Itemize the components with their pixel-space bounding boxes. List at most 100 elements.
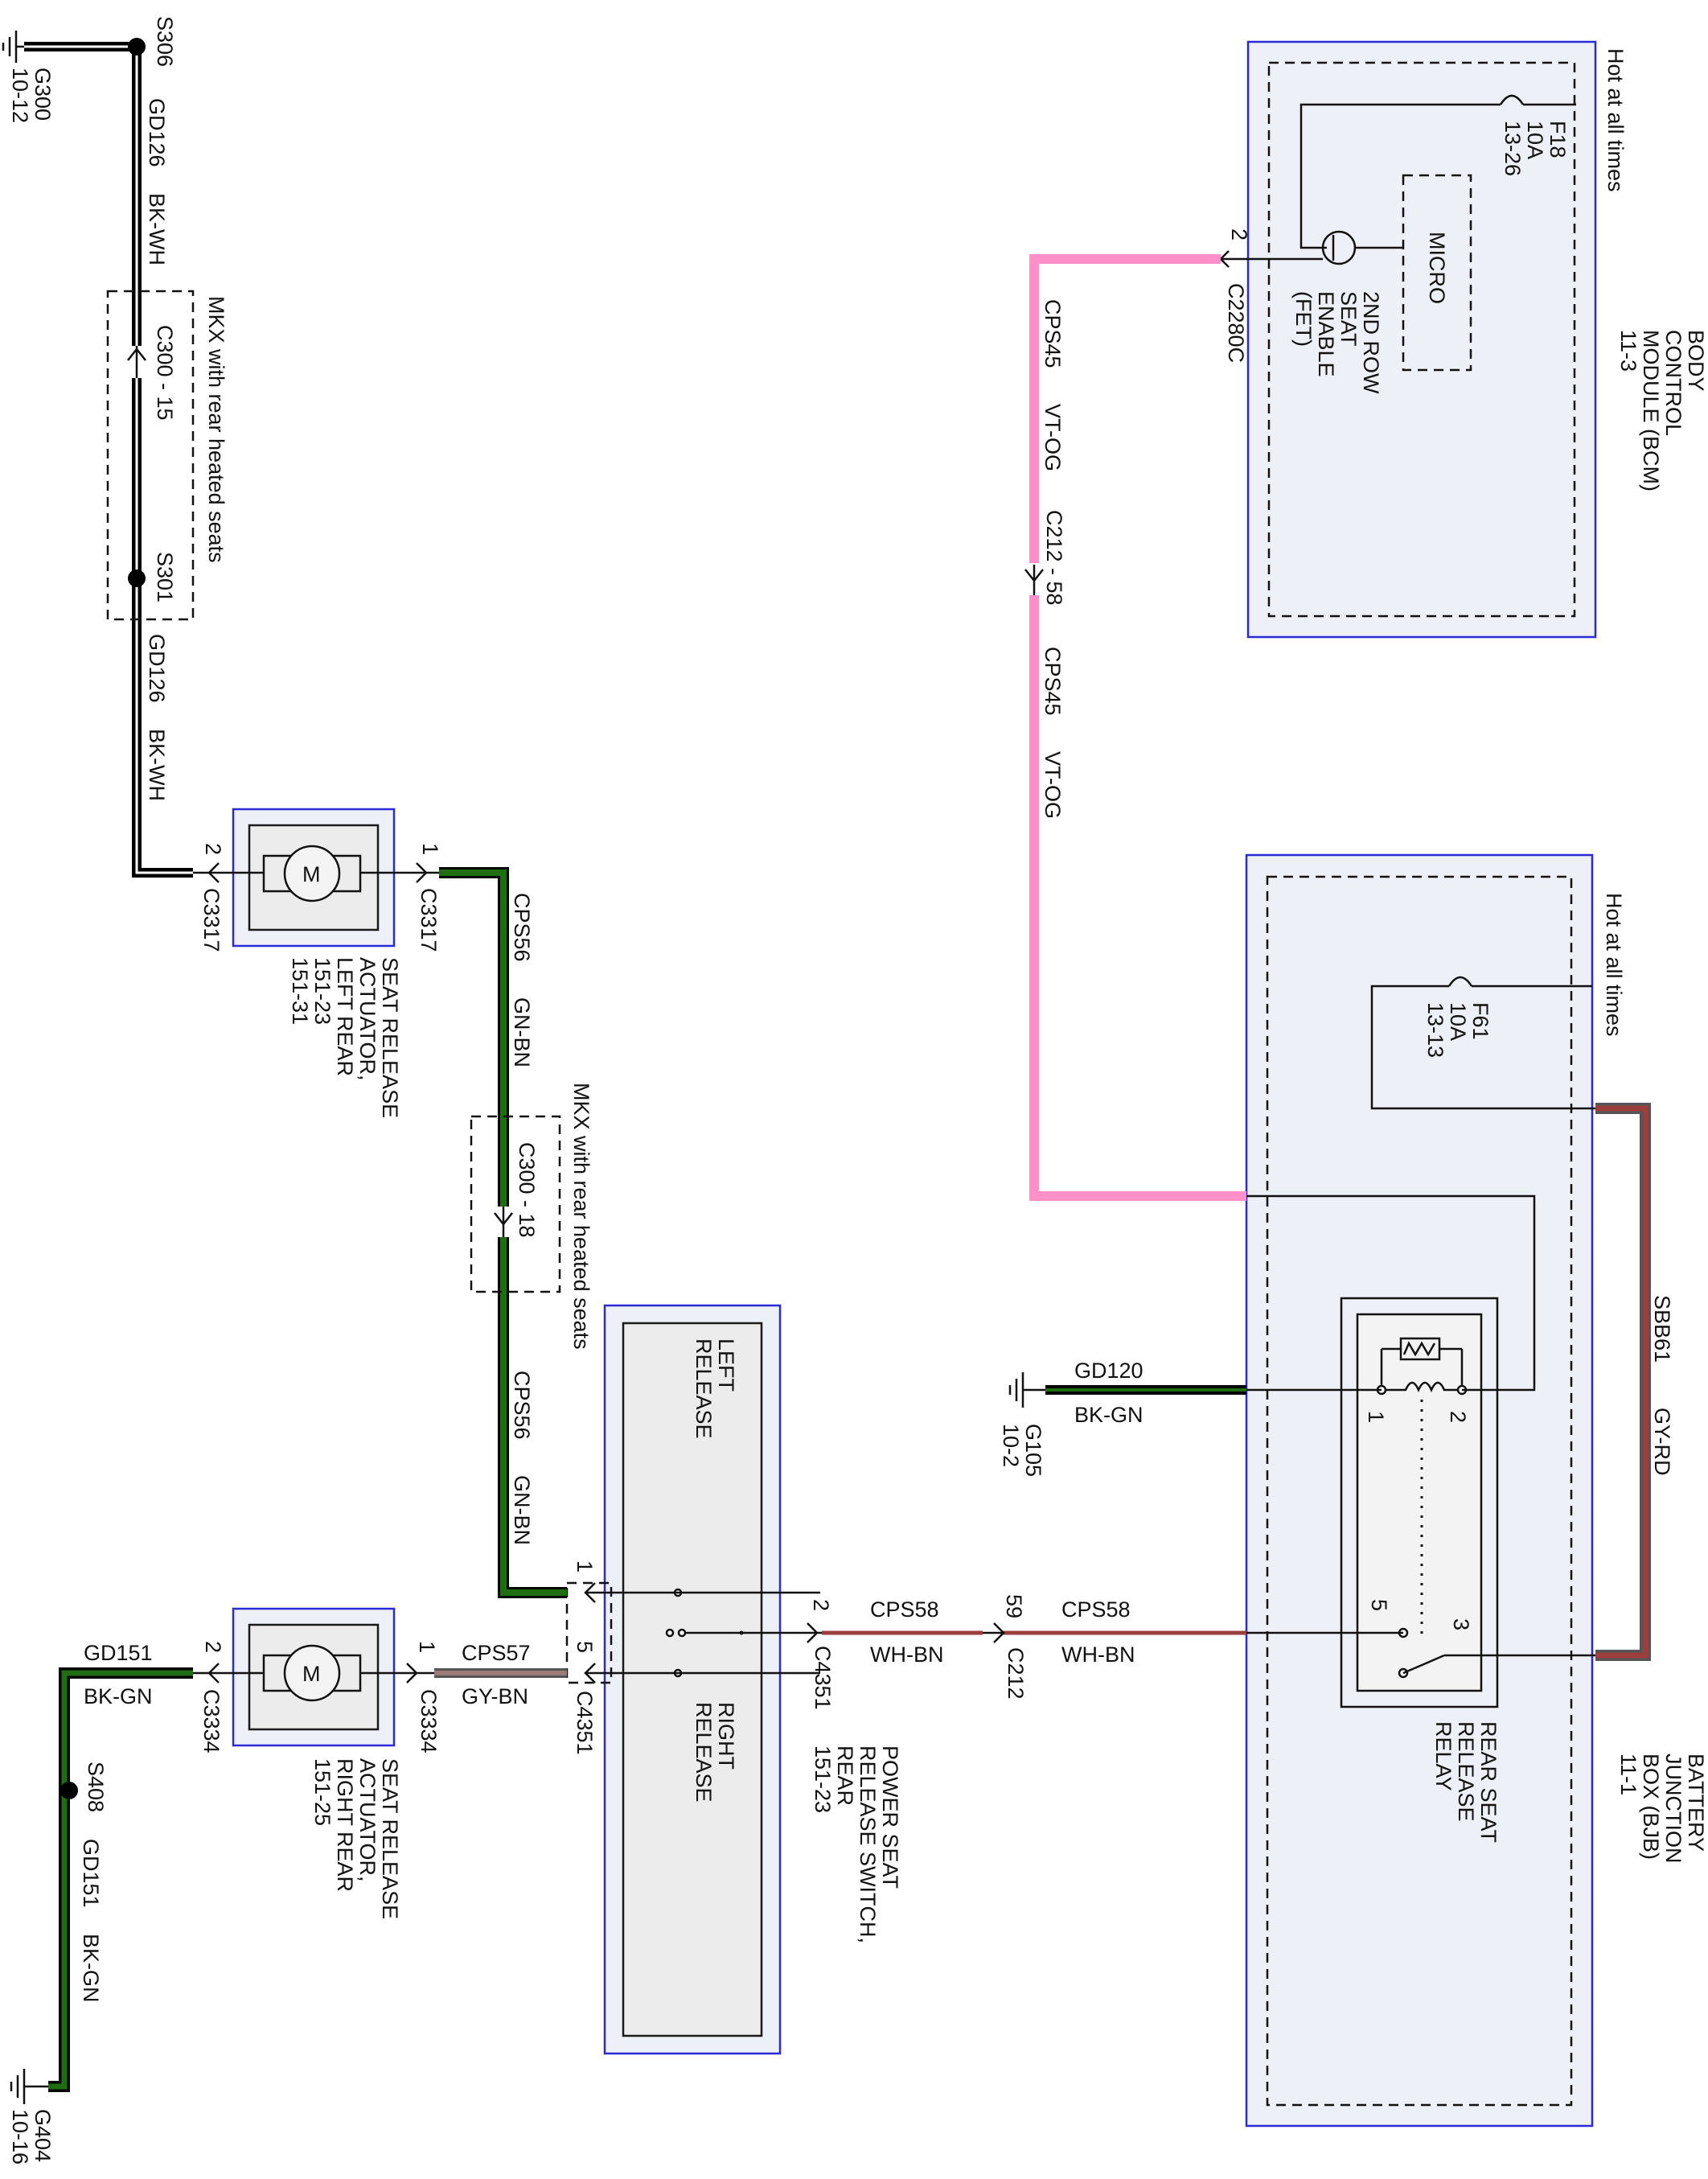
c4351-pin1-text: 1 [573, 1560, 597, 1573]
gd151-bottom-color: BK-GN [79, 1934, 103, 2003]
f18-line-3: 13-26 [1501, 121, 1525, 176]
c4351-pin2-text: 2 [809, 1599, 833, 1611]
sbb61-color: GY-RD [1650, 1408, 1674, 1476]
f18-label: F18 10A 13-26 [1501, 121, 1570, 176]
c3317-pin1-label: 1 [418, 843, 442, 855]
c212-pin-label: 59 [1002, 1594, 1026, 1618]
c300-18-option-box [470, 1115, 561, 1293]
cps56-bottom-color: GN-BN [510, 1475, 534, 1545]
bjb-inner-dashed [1266, 875, 1573, 2107]
g300-label: G300 10-12 [8, 68, 55, 123]
switch-name-2: RELEASE SWITCH, [856, 1745, 880, 1943]
c3334-pin1-arrow [406, 1663, 418, 1684]
right-actuator-3: RIGHT REAR [333, 1758, 357, 1892]
c3334-right-label: C3334 [417, 1689, 441, 1753]
relay-line-3: RELAY [1431, 1721, 1455, 1791]
s301-label: S301 [153, 552, 177, 602]
g404-label: G404 10-16 [8, 2109, 55, 2165]
bcm-module [1219, 40, 1597, 639]
c4351-pin1-label: 1 [573, 1560, 597, 1573]
f18-line-2: 10A [1523, 121, 1547, 159]
bcm-name-3: MODULE (BCM) [1639, 330, 1663, 491]
cps56-top-circuit: CPS56 [510, 893, 534, 962]
relay-pin1-text: 1 [1364, 1411, 1388, 1423]
left-actuator-5: 151-31 [288, 957, 312, 1025]
c2280c-text: C2280C [1224, 283, 1248, 363]
gd126-bottom-label: GD126 BK-WH [145, 634, 169, 801]
relay-outer [1340, 1297, 1499, 1708]
c3317-pin1-text: 1 [418, 843, 442, 855]
relay-pin5-label: 5 [1367, 1599, 1391, 1611]
f18-fuse-symbol [1499, 94, 1525, 105]
sbb61-wire [1595, 1105, 1648, 1659]
bjb-name-label: BATTERY JUNCTION BOX (BJB) 11-1 [1616, 1753, 1708, 1864]
f61-fuse-symbol [1447, 976, 1473, 987]
c3334-left-label: C3334 [199, 1689, 224, 1753]
switch-right-1: RIGHT [714, 1702, 738, 1770]
cps45-top-label: CPS45 VT-OG [1041, 299, 1065, 471]
cps45-top-circuit: CPS45 [1041, 299, 1065, 368]
c300-15-label: C300 - 15 [153, 325, 177, 421]
left-motor-icon [283, 845, 341, 902]
f61-line-2: 10A [1446, 1002, 1470, 1041]
right-rear-actuator [207, 1607, 399, 1747]
c300-15-option-box [106, 290, 195, 621]
c3317-right-label: C3317 [417, 888, 441, 952]
micro-text: MICRO [1425, 232, 1449, 304]
gd120-color: BK-GN [1074, 1403, 1143, 1427]
cps57-color: GY-BN [462, 1684, 528, 1708]
c212-arrow [993, 1622, 1005, 1643]
switch-blade-tip [739, 1630, 744, 1635]
switch-name-3: REAR [833, 1745, 857, 1806]
c3317-right-text: C3317 [417, 888, 441, 952]
gd151-bottom-circuit: GD151 [79, 1839, 103, 1908]
relay-coil-feed [1246, 1194, 1536, 1392]
cps58-right-circuit: CPS58 [1061, 1597, 1131, 1622]
relay-pin5-text: 5 [1367, 1599, 1391, 1611]
cps56-option-text: MKX with rear heated seats [569, 1083, 593, 1350]
c4351-pin5-text: 5 [573, 1641, 597, 1653]
c4351-pin5-label: 5 [573, 1641, 597, 1653]
c3317-pin2-label: 2 [201, 843, 225, 855]
left-actuator-2: ACTUATOR, [355, 957, 380, 1081]
f61-label: F61 10A 13-13 [1423, 1002, 1492, 1058]
f61-to-sbb [1370, 985, 1595, 1110]
relay-line-2: RELEASE [1454, 1721, 1478, 1822]
switch-pivot-left [665, 1628, 675, 1638]
power-seat-release-switch [565, 1304, 820, 2055]
relay-line-1: REAR SEAT [1476, 1721, 1501, 1843]
gd151-bottom-label: GD151 BK-GN [79, 1839, 103, 2003]
switch-connector-dashed [565, 1581, 613, 1684]
left-actuator-4: 151-23 [310, 957, 335, 1025]
gd151-top-circuit: GD151 [84, 1641, 153, 1665]
fet-line-2: SEAT [1336, 291, 1361, 347]
c3334-pin2-label: 2 [201, 1641, 225, 1653]
cps57-circuit: CPS57 [462, 1641, 531, 1665]
s301-text: S301 [153, 552, 177, 602]
bcm-name-4: 11-3 [1616, 330, 1640, 372]
g105-line-2: 10-2 [999, 1424, 1023, 1467]
relay-pin2-label: 2 [1446, 1411, 1470, 1423]
cps56-bottom-label: CPS56 GN-BN [510, 1371, 534, 1545]
c3317-pin1-arrow [416, 862, 428, 883]
g300-line-1: G300 [31, 68, 55, 121]
f61-line-3: 13-13 [1423, 1002, 1447, 1058]
bcm-hot-label: Hot at all times [1603, 48, 1628, 192]
cps56-option-label: MKX with rear heated seats [569, 1083, 593, 1350]
relay-pin2-text: 2 [1446, 1411, 1470, 1423]
relay-pin3-text: 3 [1449, 1618, 1473, 1630]
gd151-wire [48, 1670, 193, 2090]
bcm-name-label: BODY CONTROL MODULE (BCM) 11-3 [1616, 330, 1708, 491]
relay-pin3-label: 3 [1449, 1618, 1473, 1630]
bcm-fuse-wire [1299, 103, 1501, 249]
gd151-wire-outline [48, 1667, 193, 2092]
c3334-pin1-text: 1 [415, 1641, 439, 1653]
sbb61-wire-outline [1595, 1103, 1651, 1661]
switch-name-4: 151-23 [811, 1745, 835, 1813]
s408-splice-dot [60, 1782, 78, 1799]
g105-label: G105 10-2 [999, 1424, 1045, 1477]
s408-label: S408 [84, 1762, 108, 1812]
switch-left-label: LEFT RELEASE [692, 1338, 738, 1439]
micro-label: MICRO [1425, 232, 1449, 304]
c3334-right-text: C3334 [417, 1689, 441, 1753]
